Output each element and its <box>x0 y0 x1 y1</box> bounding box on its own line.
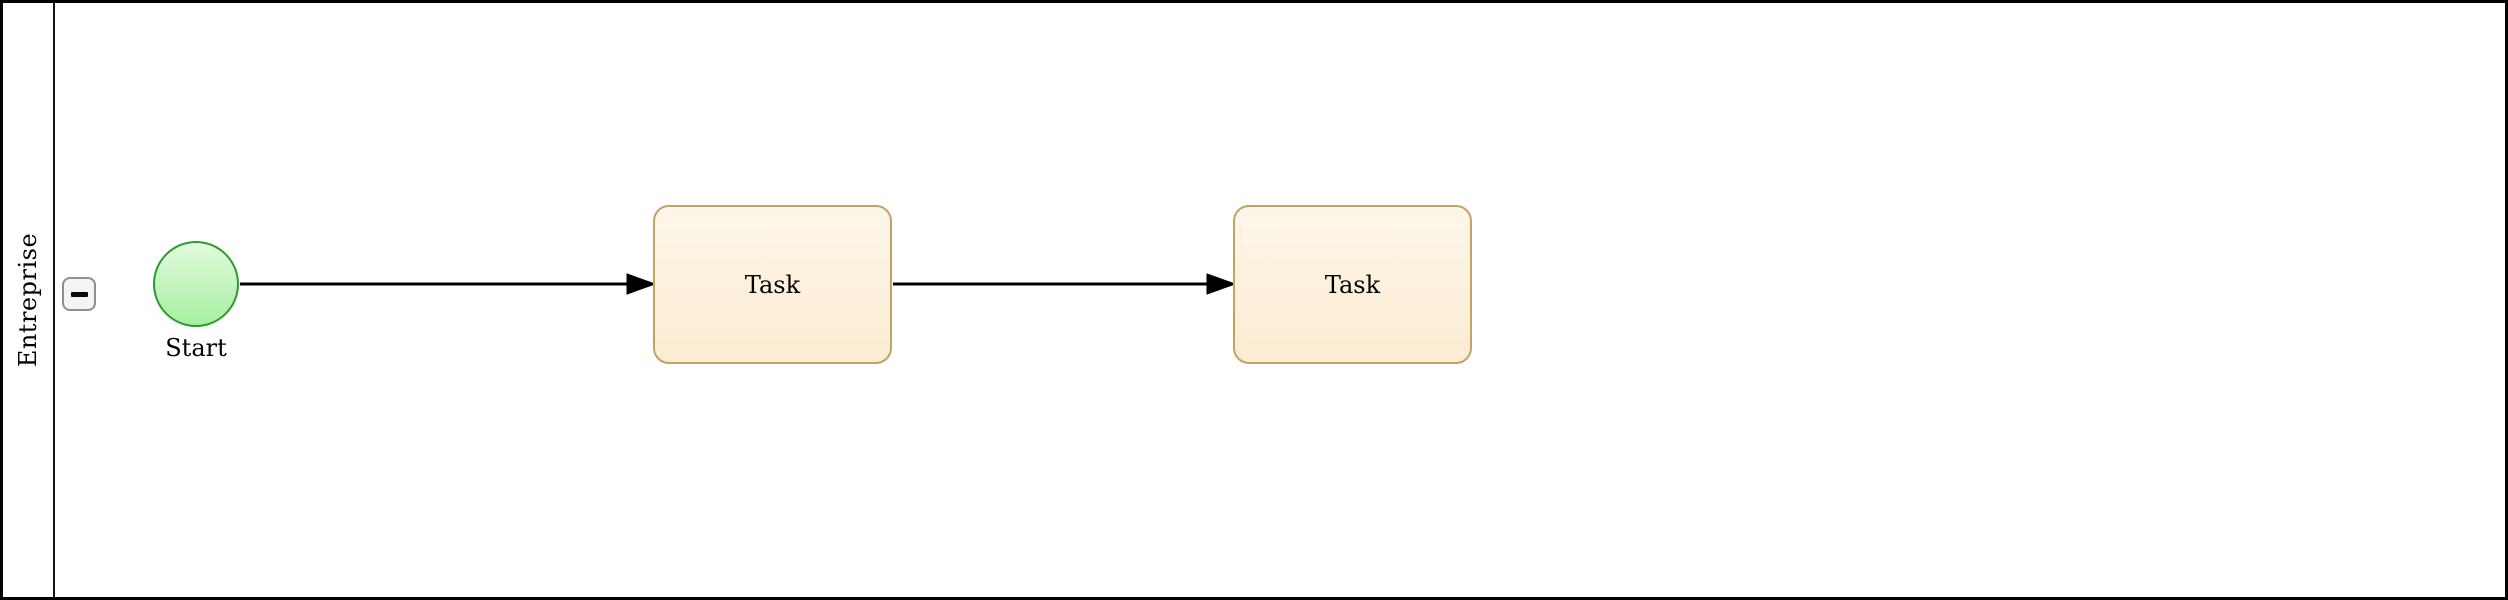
arrowhead-icon <box>626 273 657 295</box>
task-node-2[interactable]: Task <box>1233 205 1472 364</box>
arrowhead-icon <box>1206 273 1237 295</box>
lane-collapse-button[interactable] <box>62 277 96 311</box>
sequence-flow-layer <box>240 273 1237 295</box>
sequence-flow-task1-to-task2[interactable] <box>893 273 1237 295</box>
task-1-label: Task <box>744 270 801 299</box>
task-node-1[interactable]: Task <box>653 205 892 364</box>
task-2-label: Task <box>1324 270 1381 299</box>
minus-icon <box>70 291 88 297</box>
start-event-circle[interactable] <box>153 241 239 327</box>
lane-entreprise[interactable]: Entreprise <box>3 3 55 597</box>
sequence-flow-start-to-task1[interactable] <box>240 273 657 295</box>
start-event-label: Start <box>165 334 227 362</box>
